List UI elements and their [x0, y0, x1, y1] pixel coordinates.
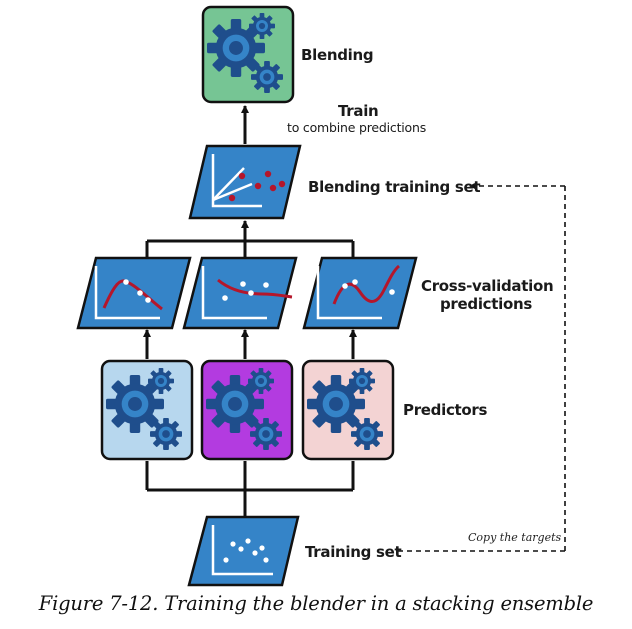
cv-predictions-label-line1: Cross-validation — [421, 277, 554, 295]
connectors — [143, 105, 357, 518]
training-set-label: Training set — [305, 543, 402, 561]
train-subtitle: to combine predictions — [287, 120, 427, 135]
small-gear-icon — [249, 13, 275, 39]
figure-caption: Figure 7-12. Training the blender in a s… — [38, 592, 594, 615]
blending-training-set-card — [188, 144, 302, 220]
small-gear-icon — [251, 61, 283, 93]
cv-predictions-label-line2: predictions — [440, 295, 533, 313]
small-gear-icon — [349, 368, 375, 394]
blending-box — [201, 5, 295, 104]
cv-prediction-card-3 — [302, 256, 418, 330]
predictor-box-1 — [100, 359, 194, 461]
small-gear-icon — [148, 368, 174, 394]
predictor-box-2 — [200, 359, 294, 461]
predictor-box-3 — [301, 359, 395, 461]
predictors-label: Predictors — [403, 401, 488, 419]
blending-label: Blending — [301, 46, 374, 64]
cv-prediction-card-1 — [76, 256, 192, 330]
cv-prediction-card-2 — [182, 256, 298, 330]
small-gear-icon — [150, 418, 182, 450]
copy-targets-note: Copy the targets — [468, 531, 562, 544]
copy-targets-path — [398, 182, 566, 552]
small-gear-icon — [248, 368, 274, 394]
blending-training-set-label: Blending training set — [308, 178, 481, 196]
train-label: Train — [338, 102, 379, 120]
training-set-card — [187, 515, 300, 587]
small-gear-icon — [250, 418, 282, 450]
small-gear-icon — [351, 418, 383, 450]
